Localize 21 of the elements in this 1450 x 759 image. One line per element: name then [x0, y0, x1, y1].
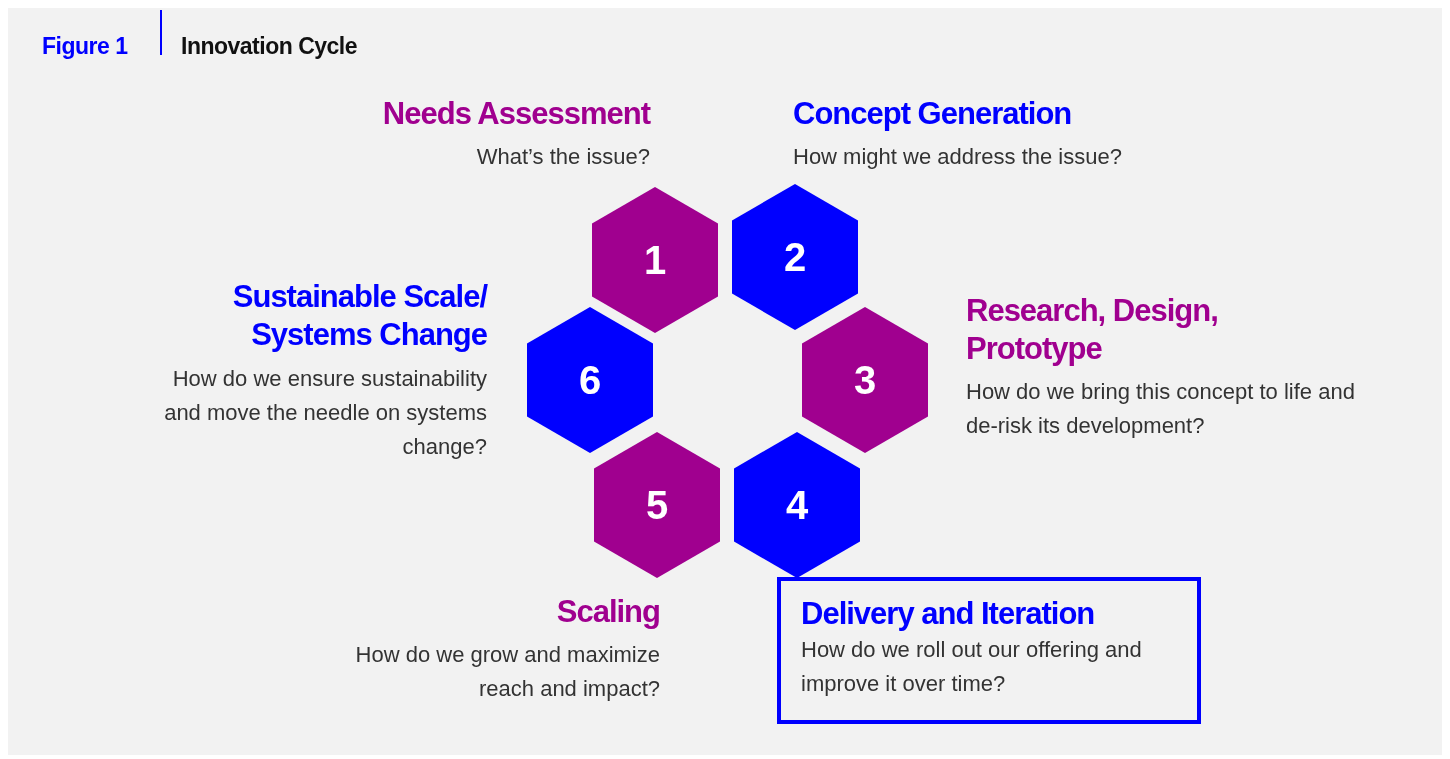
step-number: 1 — [643, 237, 667, 283]
stage-question: How do we roll out our offering and improve it over time? — [801, 636, 1143, 698]
stage-question: How do we grow and maximize reach and impact? — [354, 641, 660, 703]
step-number: 3 — [853, 357, 877, 403]
step-number: 5 — [645, 482, 669, 528]
stage-heading: Scaling — [555, 593, 660, 631]
stage-heading: Delivery and Iteration — [801, 595, 1096, 633]
stage-question: How do we ensure sustainability and move the needle on systems change? — [163, 365, 487, 461]
step-number: 4 — [785, 482, 809, 528]
highlight-box — [777, 577, 1201, 724]
stage-question: How might we address the issue? — [793, 143, 1123, 171]
stage-heading: Concept Generation — [793, 95, 1073, 133]
stage-question: What’s the issue? — [475, 143, 650, 171]
stage-question: How do we bring this concept to life and de-risk its development? — [966, 378, 1356, 440]
stage-heading: Needs Assessment — [381, 95, 650, 133]
step-number: 2 — [783, 234, 807, 280]
figure-label: Figure 1 — [42, 33, 128, 60]
step-number: 6 — [578, 357, 602, 403]
figure-title: Innovation Cycle — [181, 33, 358, 60]
stage-heading: Sustainable Scale/ Systems Change — [231, 278, 487, 354]
stage-heading: Research, Design, Prototype — [966, 292, 1219, 368]
